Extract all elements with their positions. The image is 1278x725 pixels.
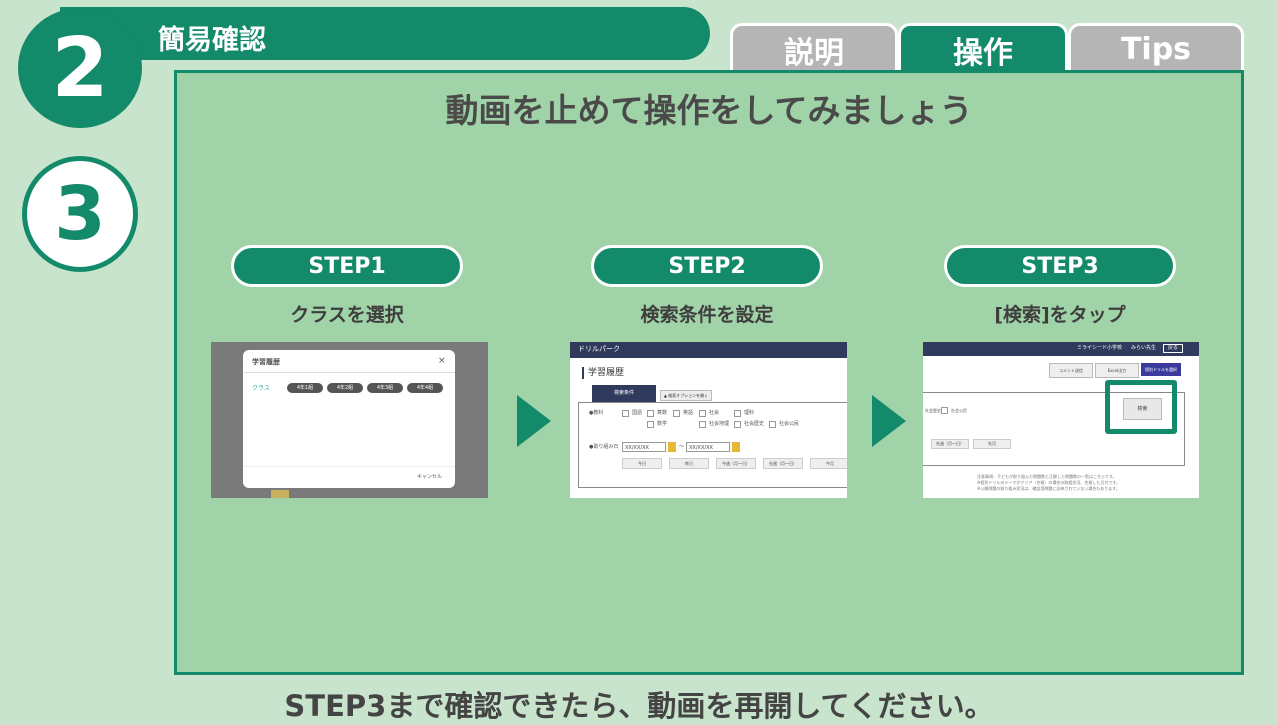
app-header: ミライシード小学校 みらい先生 戻る: [923, 342, 1199, 356]
checkbox-label: 社会公民: [779, 421, 800, 427]
checkbox[interactable]: [622, 410, 629, 417]
history-label: 社会歴史: [925, 408, 941, 413]
checkbox[interactable]: [734, 410, 741, 417]
page-headline: 動画を止めて操作をしてみましょう: [445, 91, 973, 130]
dialog-divider: [243, 372, 455, 373]
teacher-name: みらい先生: [1131, 345, 1157, 351]
calendar-icon[interactable]: [732, 442, 740, 452]
class-button-1[interactable]: 4年1組: [287, 383, 323, 393]
date-range-tilde: 〜: [679, 444, 685, 450]
dialog-title: 学習履歴: [252, 358, 280, 366]
checkbox-label: 数学: [657, 421, 668, 427]
class-select-dialog: 学習履歴 × クラス 4年1組 4年2組 4年3組 4年4組 キャンセル: [243, 350, 455, 488]
excel-export-button[interactable]: Excel出力: [1095, 363, 1139, 378]
school-name: ミライシード小学校: [1077, 345, 1123, 351]
resume-instruction: STEP3まで確認できたら、動画を再開してください。: [284, 689, 994, 723]
class-button-4[interactable]: 4年4組: [407, 383, 443, 393]
tab-description[interactable]: 説明: [730, 23, 898, 73]
cancel-button[interactable]: キャンセル: [417, 474, 443, 480]
note-line: 注意事項：子どもが取り組んだ問題数と正解した問題数の一覧はこちらです。: [977, 474, 1117, 479]
dialog-footer-divider: [243, 466, 455, 467]
checkbox-label: 社会: [709, 410, 720, 416]
search-form: 社会歴史 社会公民 先週（月〜日） 先月: [923, 392, 1185, 466]
date-label: ●取り組み日: [589, 444, 619, 450]
step1-description: クラスを選択: [290, 304, 404, 326]
quick-date-button[interactable]: 今月: [810, 458, 847, 469]
checkbox[interactable]: [699, 410, 706, 417]
civics-label: 社会公民: [951, 408, 967, 413]
arrow-right-icon: [517, 395, 551, 447]
individual-drill-button[interactable]: 個別ドリルを選択: [1141, 363, 1181, 376]
title-accent: [582, 367, 584, 379]
note-line: ※公開問題の取り組み状況は、確認用問題に反映されていない場合もあります。: [977, 486, 1120, 491]
section-title-bar: [60, 7, 710, 60]
tab-operation[interactable]: 操作: [898, 23, 1068, 73]
checkbox-label: 国語: [632, 410, 643, 416]
arrow-right-icon: [872, 395, 906, 447]
quick-date-button[interactable]: 先月: [973, 439, 1011, 449]
date-from-input[interactable]: XX/XX/XX: [622, 442, 666, 452]
section-title: 簡易確認: [158, 25, 266, 56]
quick-date-button[interactable]: 先週（月〜日）: [763, 458, 803, 469]
quick-date-button[interactable]: 今日: [622, 458, 662, 469]
back-button[interactable]: 戻る: [1163, 344, 1184, 353]
checkbox[interactable]: [941, 407, 948, 414]
step3-badge: STEP3: [944, 245, 1176, 287]
subsection-number-badge: 3: [22, 156, 138, 272]
note-line: ※個別ドリルのテーマがクリア（合格）の場合の取組状況、合格した日付です。: [977, 480, 1120, 485]
checkbox[interactable]: [769, 421, 776, 428]
search-form: ●教科 国語 算数 英語 社会 理科 数学 社会地理 社会歴史 社会公民 ●取り…: [578, 402, 847, 488]
checkbox-label: 社会地理: [709, 421, 730, 427]
checkbox-label: 理科: [744, 410, 755, 416]
calendar-icon[interactable]: [668, 442, 676, 452]
checkbox[interactable]: [647, 410, 654, 417]
date-to-input[interactable]: XX/XX/XX: [686, 442, 730, 452]
tab-tips[interactable]: Tips: [1068, 23, 1244, 73]
checkbox[interactable]: [673, 410, 680, 417]
class-button-2[interactable]: 4年2組: [327, 383, 363, 393]
section-number-badge: 2: [18, 8, 142, 128]
app-name: ドリルパーク: [578, 345, 620, 353]
search-options-toggle[interactable]: ▲ 検索オプションを開く: [660, 390, 712, 401]
close-icon[interactable]: ×: [438, 356, 446, 366]
step1-badge: STEP1: [231, 245, 463, 287]
checkbox[interactable]: [734, 421, 741, 428]
search-button[interactable]: 検索: [1123, 398, 1162, 420]
app-header: ドリルパーク: [570, 342, 847, 358]
checkbox-label: 算数: [657, 410, 668, 416]
class-button-3[interactable]: 4年3組: [367, 383, 403, 393]
checkbox-label: 英語: [683, 410, 694, 416]
tab-search-conditions[interactable]: 検索条件: [592, 385, 656, 402]
quick-date-button[interactable]: 昨日: [669, 458, 709, 469]
comment-send-button[interactable]: コメント送信: [1049, 363, 1093, 378]
step3-description: [検索]をタップ: [994, 304, 1126, 326]
quick-date-button[interactable]: 今週（月〜日）: [716, 458, 756, 469]
quick-date-button[interactable]: 先週（月〜日）: [931, 439, 969, 449]
step2-description: 検索条件を設定: [640, 304, 774, 326]
search-highlight-frame: [1105, 380, 1177, 434]
step2-screenshot: ドリルパーク 学習履歴 検索条件 ▲ 検索オプションを開く ●教科 国語 算数 …: [570, 342, 847, 498]
step2-badge: STEP2: [591, 245, 823, 287]
subject-label: ●教科: [589, 410, 604, 416]
checkbox-label: 社会歴史: [744, 421, 765, 427]
step3-screenshot: ミライシード小学校 みらい先生 戻る コメント送信 Excel出力 個別ドリルを…: [923, 342, 1199, 498]
class-row-label: クラス: [252, 385, 270, 392]
step1-screenshot: 学習履歴 × クラス 4年1組 4年2組 4年3組 4年4組 キャンセル: [211, 342, 488, 498]
page-title: 学習履歴: [588, 368, 625, 378]
background-highlight: [271, 490, 289, 498]
checkbox[interactable]: [647, 421, 654, 428]
checkbox[interactable]: [699, 421, 706, 428]
